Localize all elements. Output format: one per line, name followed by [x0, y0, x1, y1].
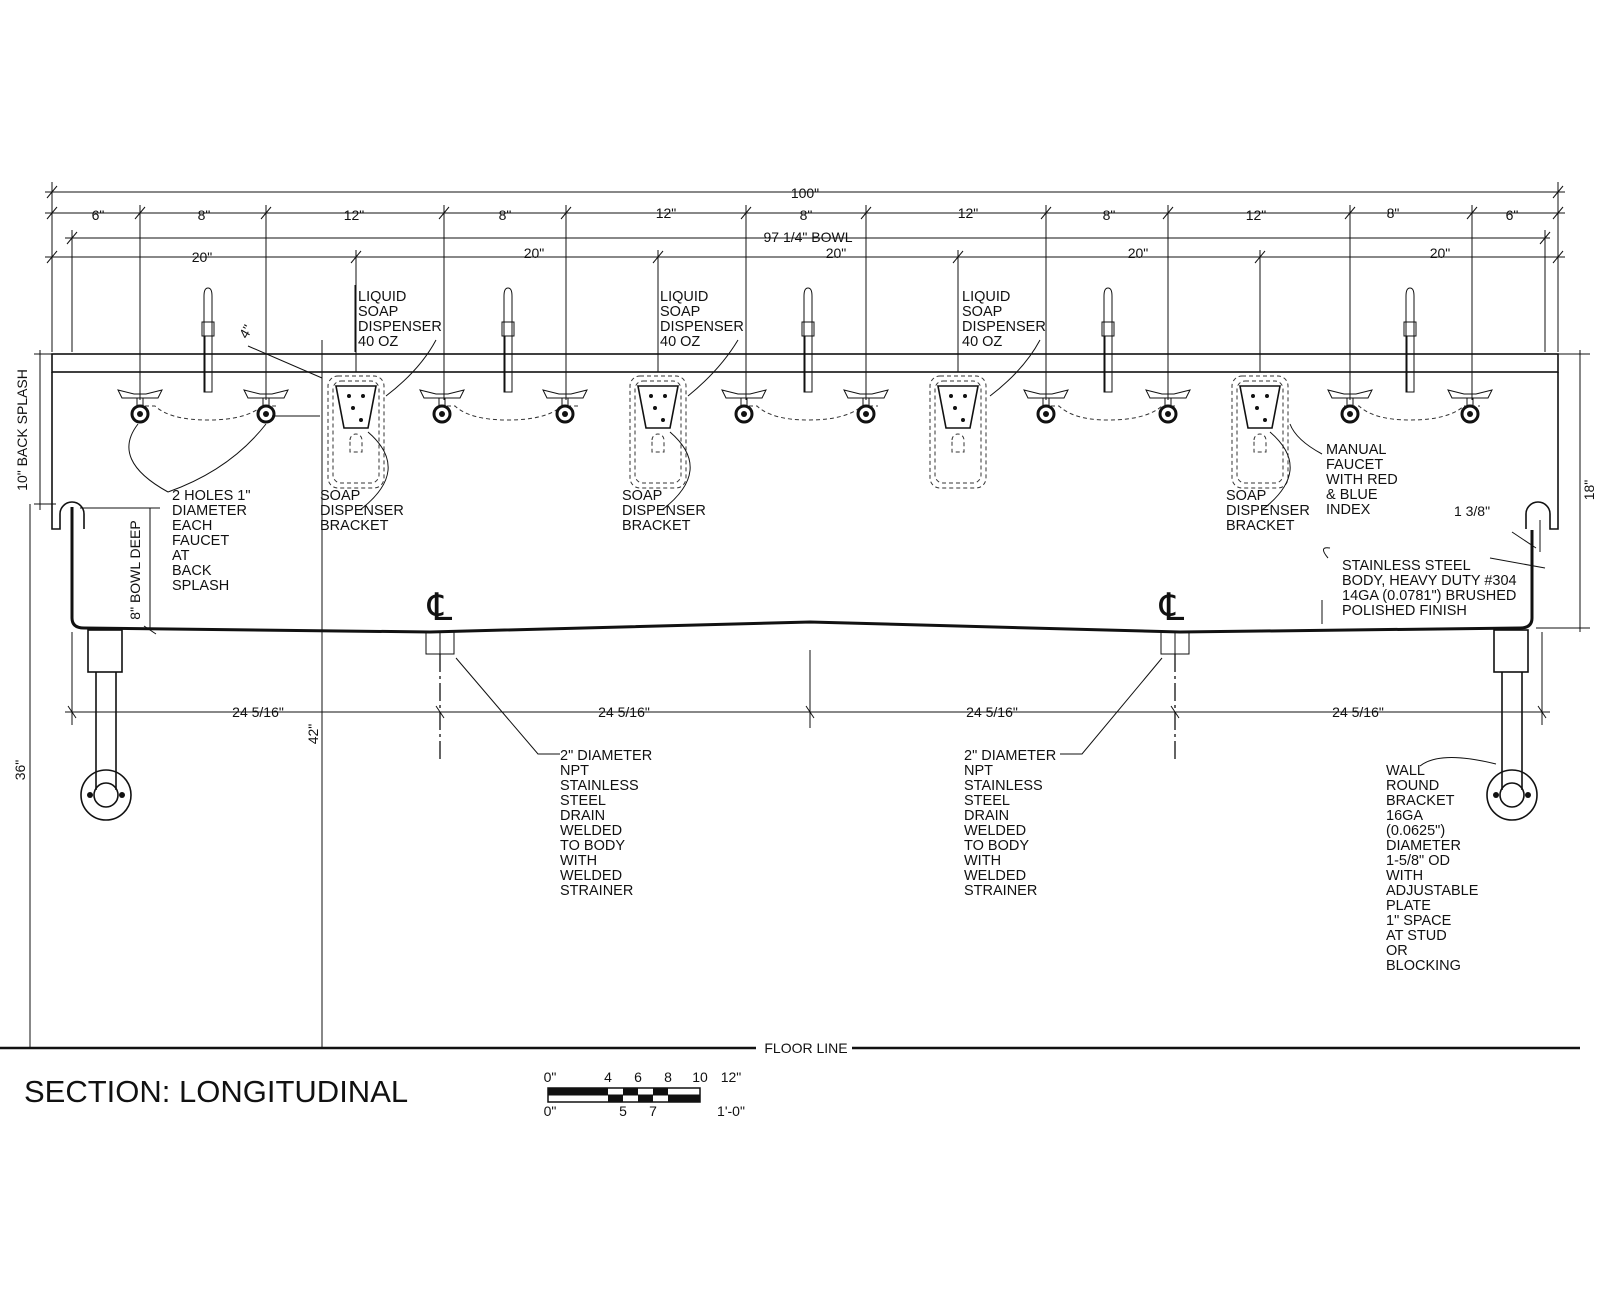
scale-top-8: 8 [664, 1069, 672, 1085]
scale-bottom-7: 7 [649, 1103, 657, 1119]
drains [425, 631, 1190, 760]
scale-top-6: 6 [634, 1069, 642, 1085]
soap-dispensers [327, 375, 1289, 489]
dim-bowl-deep: 8" BOWL DEEP [127, 520, 143, 619]
scale-bottom-5: 5 [619, 1103, 627, 1119]
dim-drain-4: 24 5/16" [1332, 704, 1384, 720]
dim-station-2: 20" [524, 245, 545, 261]
dim-height-18: 18" [1581, 480, 1597, 501]
floor-line-label: FLOOR LINE [764, 1040, 847, 1056]
dim-drain-2: 24 5/16" [598, 704, 650, 720]
dim-seg-10: 8" [1387, 205, 1400, 221]
dim-seg-5: 12" [656, 205, 677, 221]
dim-seg-8: 8" [1103, 207, 1116, 223]
vertical-dims [24, 340, 1590, 1049]
drawing-title: SECTION: LONGITUDINAL [24, 1074, 408, 1109]
dimension-lines [45, 182, 1565, 400]
dim-overall: 100" [791, 185, 819, 201]
dim-seg-3: 12" [344, 207, 365, 223]
scale-top-0: 0" [544, 1069, 557, 1085]
dim-back-splash: 10" BACK SPLASH [14, 369, 30, 491]
dim-seg-4: 8" [499, 207, 512, 223]
dim-seg-9: 12" [1246, 207, 1267, 223]
scale-top-10: 10 [692, 1069, 708, 1085]
dim-station-4: 20" [1128, 245, 1149, 261]
faucet-handles [116, 388, 1494, 424]
scale-bottom-1ft: 1'-0" [717, 1103, 745, 1119]
dim-station-3: 20" [826, 245, 847, 261]
dim-height-42: 42" [305, 724, 321, 745]
centerline-symbol-right: ℄ [1159, 587, 1185, 629]
scale-bar [547, 1087, 701, 1103]
scale-bottom-0: 0" [544, 1103, 557, 1119]
centerline-symbol-left: ℄ [427, 587, 453, 629]
dim-station-1: 20" [192, 249, 213, 265]
dim-station-5: 20" [1430, 245, 1451, 261]
dim-bowl-width: 97 1/4" BOWL [763, 229, 852, 245]
leader-lines [128, 285, 1546, 767]
drain-spacing-dims [65, 632, 1550, 725]
scale-top-12: 12" [721, 1069, 742, 1085]
dim-drain-1: 24 5/16" [232, 704, 284, 720]
dim-seg-11: 6" [1506, 207, 1519, 223]
dim-seg-7: 12" [958, 205, 979, 221]
supply-lines [138, 405, 1480, 421]
scale-top-4: 4 [604, 1069, 612, 1085]
dim-height-36: 36" [12, 760, 28, 781]
dim-4-inch: 4" [236, 322, 256, 341]
dim-seg-6: 8" [800, 207, 813, 223]
legs [80, 629, 1538, 821]
dim-seg-1: 6" [92, 207, 105, 223]
dim-seg-2: 8" [198, 207, 211, 223]
dim-drain-3: 24 5/16" [966, 704, 1018, 720]
dim-1-3-8: 1 3/8" [1454, 503, 1490, 519]
